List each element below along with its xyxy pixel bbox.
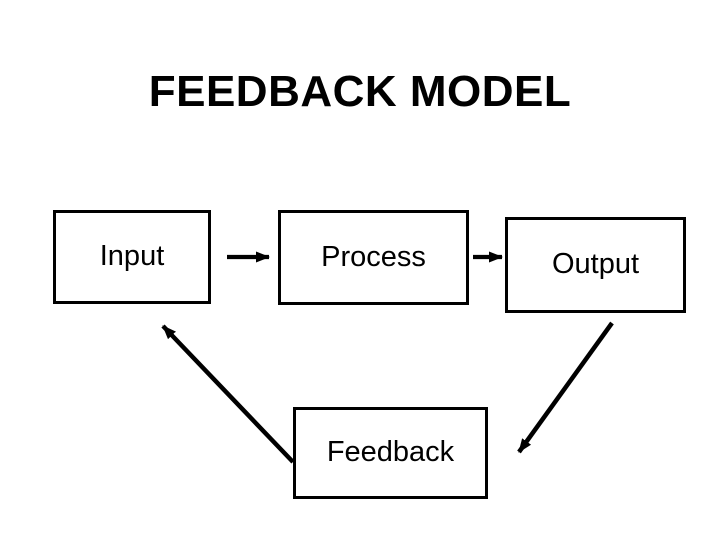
arrow-output-to-feedback — [517, 321, 614, 454]
arrow-feedback-to-input — [161, 324, 295, 464]
node-output: Output — [505, 217, 686, 313]
node-process: Process — [278, 210, 469, 305]
slide-title: FEEDBACK MODEL — [148, 67, 572, 116]
node-input: Input — [53, 210, 211, 304]
node-feedback: Feedback — [293, 407, 488, 499]
